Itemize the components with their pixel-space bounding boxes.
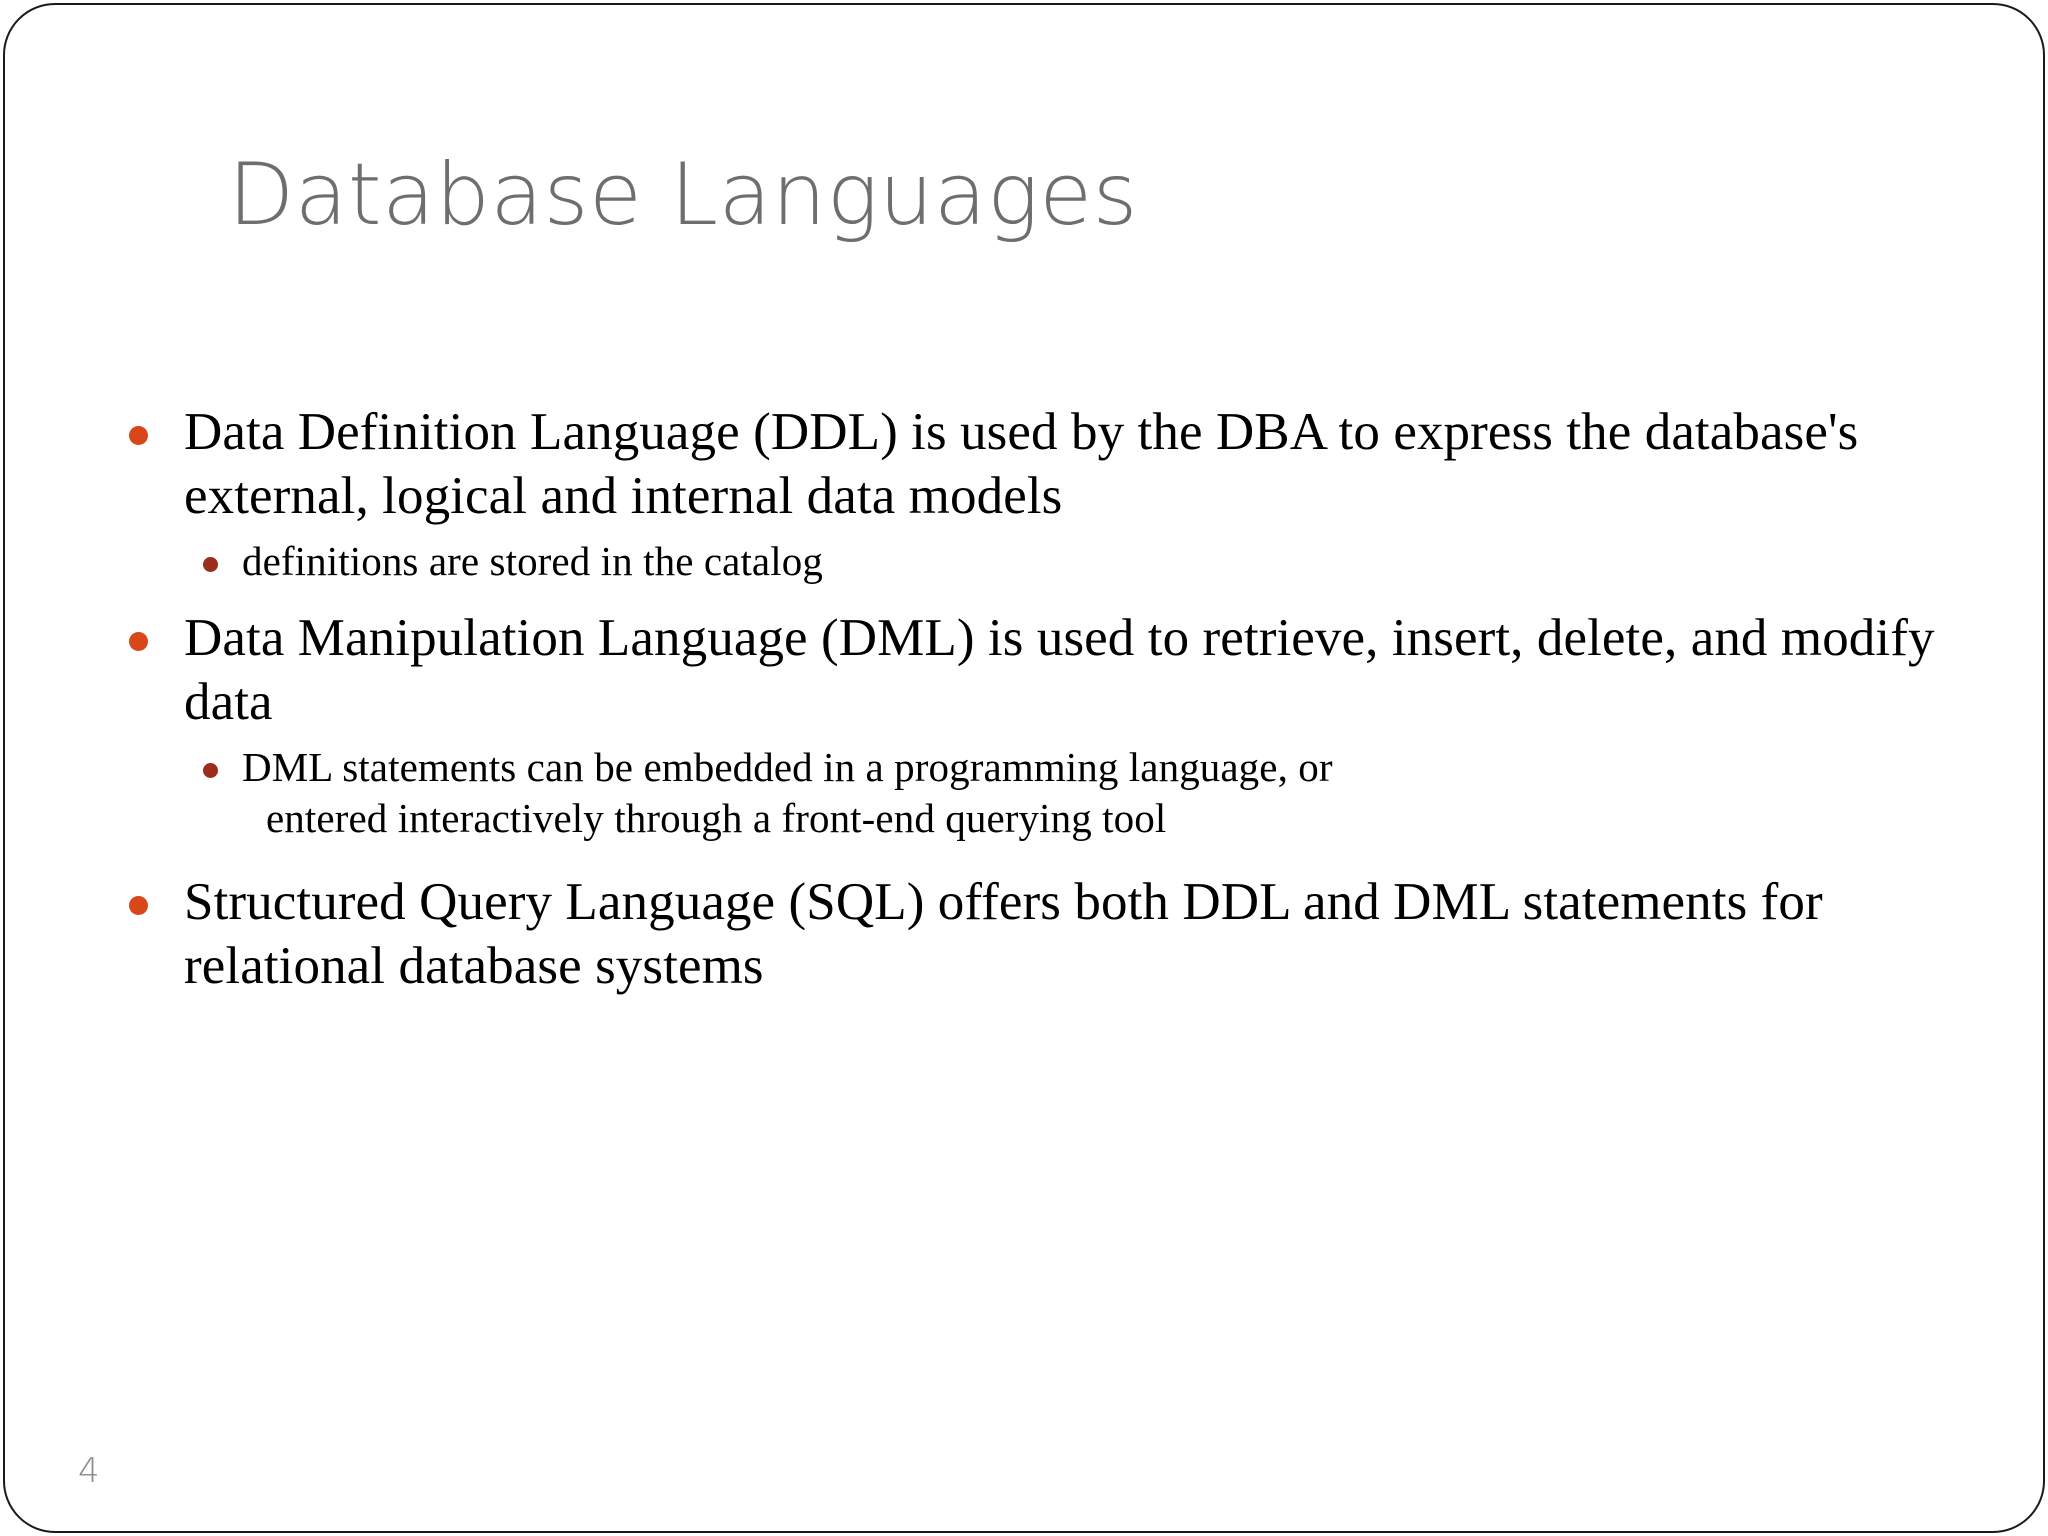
bullet-text-dml-statements-continuation: entered interactively through a front-en… bbox=[266, 795, 1167, 841]
bullet-item-dml-statements: DML statements can be embedded in a prog… bbox=[118, 742, 1938, 845]
bullet-item-sql: Structured Query Language (SQL) offers b… bbox=[118, 870, 1938, 998]
bullet-dot-level2-icon bbox=[203, 557, 218, 573]
slide-body-content: Data Definition Language (DDL) is used b… bbox=[118, 400, 1938, 1003]
bullet-dot-level1-icon bbox=[129, 896, 148, 916]
bullet-dot-level2-icon bbox=[203, 762, 218, 778]
bullet-text-dml-statements: DML statements can be embedded in a prog… bbox=[242, 743, 1333, 790]
spacer bbox=[118, 852, 1938, 870]
bullet-item-dml: Data Manipulation Language (DML) is used… bbox=[118, 606, 1938, 734]
spacer bbox=[118, 596, 1938, 606]
slide-title: Database Languages bbox=[228, 145, 1138, 245]
bullet-dot-level1-icon bbox=[129, 631, 148, 651]
bullet-text-ddl: Data Definition Language (DDL) is used b… bbox=[184, 403, 1859, 526]
bullet-text-dml: Data Manipulation Language (DML) is used… bbox=[184, 608, 1935, 731]
bullet-item-ddl: Data Definition Language (DDL) is used b… bbox=[118, 400, 1938, 528]
bullet-dot-level1-icon bbox=[129, 426, 148, 445]
bullet-text-definitions-catalog: definitions are stored in the catalog bbox=[242, 538, 823, 585]
bullet-text-sql: Structured Query Language (SQL) offers b… bbox=[184, 873, 1823, 996]
bullet-item-definitions-catalog: definitions are stored in the catalog bbox=[118, 536, 1938, 587]
slide-page-number: 4 bbox=[78, 1451, 100, 1491]
